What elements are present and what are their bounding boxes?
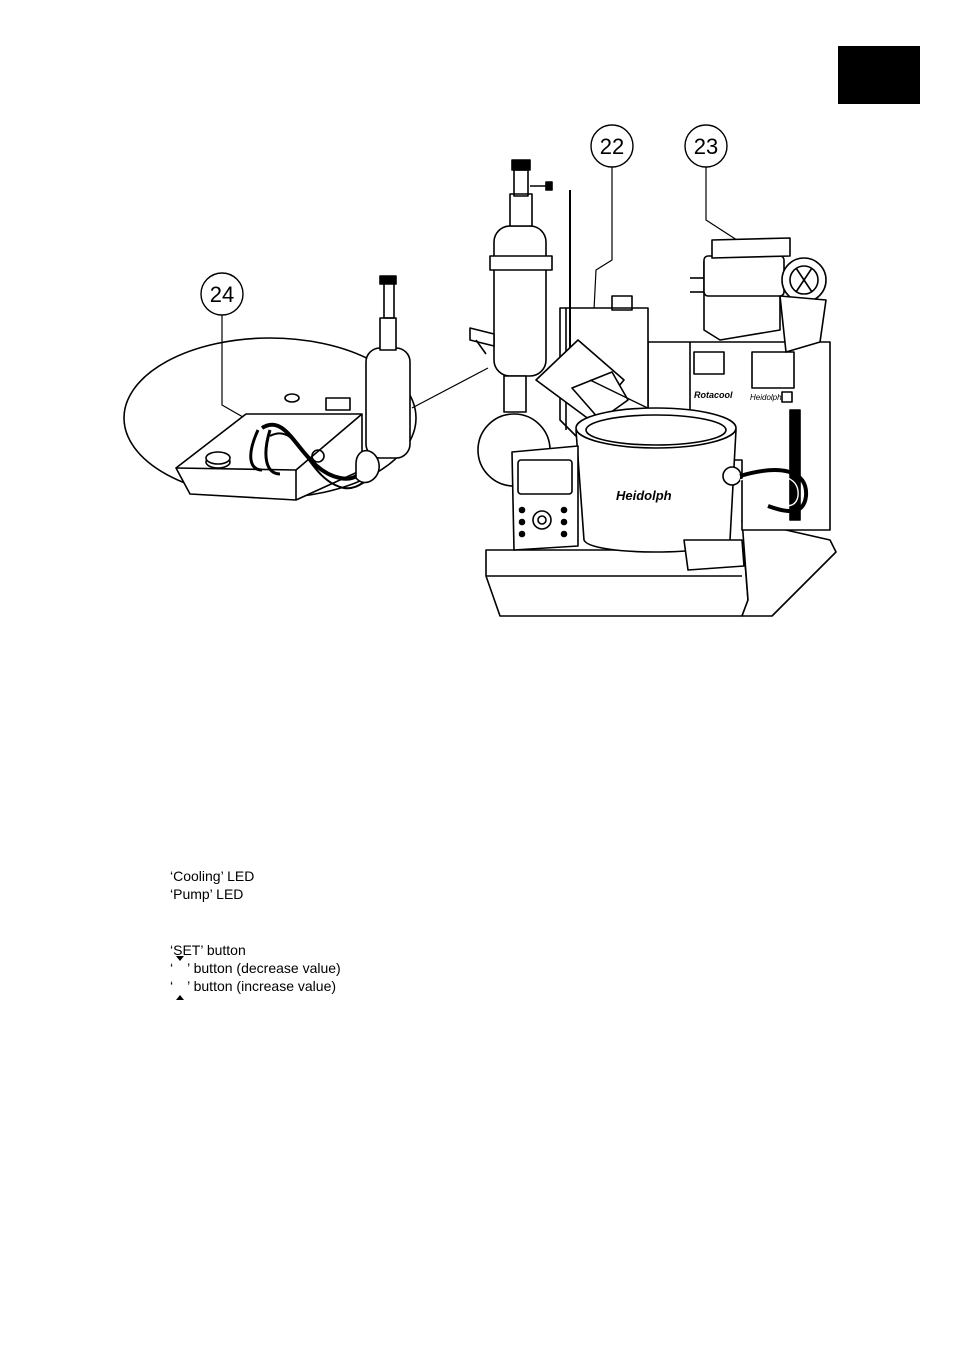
legend-cooling-led: ‘Cooling’ LED xyxy=(170,867,254,885)
legend-set-button: ‘SET’ button xyxy=(170,941,246,959)
callout-24-label: 24 xyxy=(210,282,234,307)
legend-cooling-led-text: ‘Cooling’ LED xyxy=(170,868,255,884)
legend-decrease-button: ‘ ’ button (decrease value) xyxy=(170,956,341,978)
arrow-up-icon xyxy=(176,979,185,1001)
detail-zoom xyxy=(123,275,489,501)
legend-increase-text: ’ button (increase value) xyxy=(187,978,337,994)
legend-decrease-text: ’ button (decrease value) xyxy=(187,960,341,976)
callout-23: 23 xyxy=(684,124,741,243)
rotary-evaporator-illustration: 22 23 24 xyxy=(123,124,837,617)
legend-increase-open: ‘ xyxy=(170,978,174,994)
callout-23-label: 23 xyxy=(694,134,718,159)
legend-increase-button: ‘ ’ button (increase value) xyxy=(170,977,337,1001)
legend-set-button-text: ‘SET’ button xyxy=(170,942,246,958)
cooler-brand-label-2: Heidolph xyxy=(750,393,782,402)
chapter-tab-marker xyxy=(838,46,920,104)
callout-24: 24 xyxy=(200,272,263,429)
legend-decrease-open: ‘ xyxy=(170,960,174,976)
arrow-down-icon xyxy=(176,956,185,978)
cooler-brand-label: Rotacool xyxy=(694,390,733,400)
front-brand-label: Heidolph xyxy=(616,488,672,503)
main-apparatus: Rotacool Heidolph xyxy=(469,159,837,617)
legend-pump-led-text: ‘Pump’ LED xyxy=(170,886,244,902)
legend-pump-led: ‘Pump’ LED xyxy=(170,885,243,903)
callout-22-label: 22 xyxy=(600,134,624,159)
